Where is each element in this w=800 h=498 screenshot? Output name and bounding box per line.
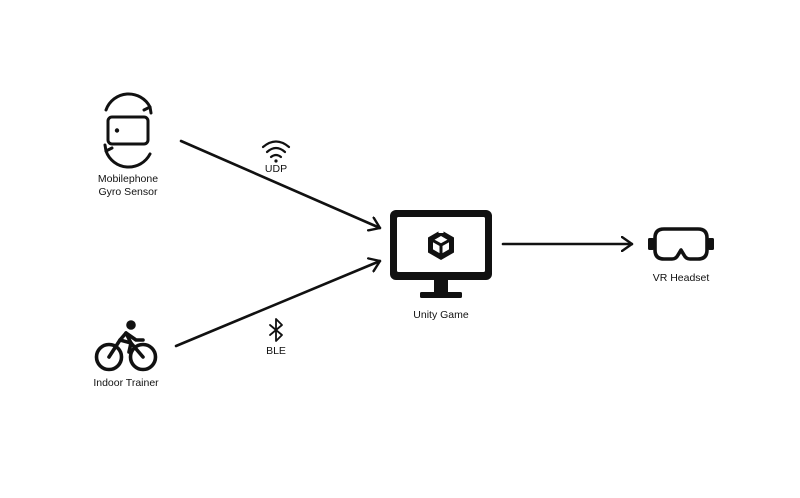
- bluetooth-icon: [269, 318, 283, 342]
- gyro-sensor-label: Mobilephone Gyro Sensor: [78, 173, 178, 199]
- vr-headset-label: VR Headset: [652, 272, 710, 284]
- edge-gyro-to-unity: [179, 139, 382, 228]
- wifi-icon: [261, 140, 291, 163]
- phone-rotate-icon: [103, 92, 153, 169]
- monitor-unity-icon: [390, 210, 492, 298]
- indoor-trainer-label: Indoor Trainer: [93, 377, 159, 389]
- gyro-sensor-label-line2: Gyro Sensor: [98, 186, 158, 198]
- vr-headset-icon: [648, 227, 714, 261]
- gyro-sensor-label-line1: Mobilephone: [97, 173, 159, 185]
- edge-trainer-to-unity: [174, 261, 382, 348]
- ble-label: BLE: [266, 345, 286, 357]
- unity-game-label: Unity Game: [413, 309, 469, 321]
- udp-label: UDP: [264, 163, 288, 175]
- unity-logo-icon: [428, 227, 454, 260]
- cyclist-icon: [94, 320, 158, 372]
